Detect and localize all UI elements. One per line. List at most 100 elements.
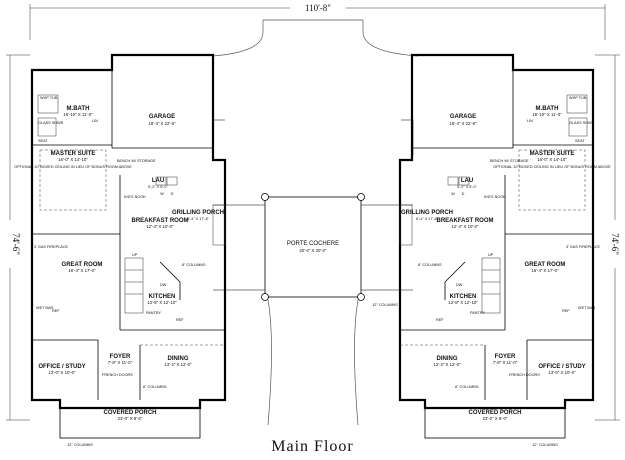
dryer-label: D (462, 192, 465, 196)
column-marker (261, 193, 269, 201)
columns-label-lower: 8" COLUMNS (143, 385, 167, 389)
ref-label-bar: REF (562, 309, 570, 313)
center-columns-note: 12" COLUMNS (372, 303, 398, 307)
kids-nook-label: KID'S NOOK (124, 195, 146, 199)
foyer-name: FOYER (495, 354, 516, 360)
columns-label-lower: 8" COLUMNS (455, 385, 479, 389)
master-bath-size: 15'-10" X 11'-0" (63, 112, 93, 117)
master-bath-size: 15'-10" X 11'-0" (532, 112, 562, 117)
unit-left: WHP TUB GLASS SHWR SEAT LIN M.BATH 15'-1… (14, 53, 227, 447)
seat-label: SEAT (575, 139, 585, 143)
columns-label: 8" COLUMNS (182, 263, 206, 267)
master-suite-name: MASTER SUITE (530, 151, 575, 157)
column-marker (261, 293, 269, 301)
office-name: OFFICE / STUDY (538, 364, 585, 370)
porte-cochere-name: PORTE COCHERE (287, 241, 339, 247)
covered-porch-size: 23'-0" X 8'-0" (483, 416, 508, 421)
master-bath-name: M.BATH (67, 106, 90, 112)
washer-label: W (160, 192, 164, 196)
unit-right: WHP TUB GLASS SHWR SEAT LIN M.BATH 15'-1… (398, 53, 611, 447)
gas-fireplace-label: 3' GAS FIREPLACE (34, 245, 69, 249)
stair-up-label: UP (488, 253, 494, 257)
laundry-name: LAU (461, 178, 473, 184)
wet-bar-label: WET BAR (36, 306, 53, 310)
depth-label-left: 74'-6" (11, 233, 21, 255)
grilling-porch-name: GRILLING PORCH (401, 210, 453, 216)
french-doors-label: FRENCH DOORS (509, 373, 540, 377)
depth-label-right: 74'-6" (610, 233, 620, 255)
covered-porch-name: COVERED PORCH (103, 410, 156, 416)
breakfast-size: 12'-4" X 10'-0" (451, 224, 479, 229)
laundry-size: 5'-2" X 6'-0" (148, 185, 168, 189)
linen-label: LIN (92, 119, 98, 123)
great-room-name: GREAT ROOM (525, 262, 566, 268)
breakfast-name: BREAKFAST ROOM (132, 218, 189, 224)
covered-porch-size: 23'-0" X 8'-0" (118, 416, 143, 421)
french-doors-label: FRENCH DOORS (102, 373, 133, 377)
washer-label: W (451, 192, 455, 196)
dryer-label: D (171, 192, 174, 196)
master-suite-size: 16'-0" X 14'-10" (537, 157, 567, 162)
whp-tub-label: WHP TUB (569, 96, 587, 100)
foyer-name: FOYER (110, 354, 131, 360)
ref-label-bar: REF (52, 309, 60, 313)
master-bath-name: M.BATH (536, 106, 559, 112)
covered-porch-name: COVERED PORCH (468, 410, 521, 416)
grilling-porch-name: GRILLING PORCH (172, 210, 224, 216)
porte-cochere-size: 20'-0" X 20'-0" (299, 248, 327, 253)
gas-fireplace-label: 3' GAS FIREPLACE (566, 245, 601, 249)
dining-size: 13'-2" X 12'-0" (433, 362, 461, 367)
linen-label: LIN (527, 119, 533, 123)
column-marker (357, 293, 365, 301)
foyer-size: 7'-8" X 11'-0" (493, 360, 518, 365)
stair-up-label: UP (132, 253, 138, 257)
office-size: 13'-0" X 10'-0" (48, 370, 76, 375)
kitchen-size: 13'-8" X 12'-10" (147, 300, 177, 305)
garage-size: 18'-4" X 22'-6" (148, 121, 176, 126)
dimension-lines: 110'-8" 74'-6" 74'-6" (2, 2, 623, 421)
pantry-label: PANTRY (470, 311, 486, 315)
porch-columns-label: 12" COLUMNS (67, 443, 93, 447)
column-marker (357, 193, 365, 201)
grilling-porch-size: 6'-4" X 17'-8" (416, 217, 439, 221)
dishwasher-label: DW (160, 283, 167, 287)
master-suite-size: 16'-0" X 14'-10" (58, 157, 88, 162)
great-room-size: 16'-4" X 17'-0" (68, 268, 96, 273)
kids-nook-label: KID'S NOOK (484, 195, 506, 199)
garage-name: GARAGE (149, 114, 175, 120)
seat-label: SEAT (38, 139, 48, 143)
porch-columns-label: 12" COLUMNS (532, 443, 558, 447)
great-room-size: 16'-4" X 17'-0" (531, 268, 559, 273)
porte-cochere (264, 196, 362, 298)
overall-width-label: 110'-8" (305, 3, 331, 13)
garage-size: 18'-4" X 22'-6" (449, 121, 477, 126)
breakfast-name: BREAKFAST ROOM (437, 218, 494, 224)
breakfast-size: 12'-4" X 10'-0" (146, 224, 174, 229)
foyer-size: 7'-8" X 11'-0" (108, 360, 133, 365)
dining-name: DINING (437, 356, 458, 362)
porte-cochere-area: PORTE COCHERE 20'-0" X 20'-0" 12" COLUMN… (212, 19, 419, 426)
glass-shower-label: GLASS SHWR (38, 121, 64, 125)
dishwasher-label: DW (456, 283, 463, 287)
pantry-label: PANTRY (146, 311, 162, 315)
office-name: OFFICE / STUDY (38, 364, 85, 370)
laundry-name: LAU (152, 178, 164, 184)
laundry-size: 5'-2" X 6'-0" (457, 185, 477, 189)
master-suite-name: MASTER SUITE (51, 151, 96, 157)
master-suite-note: OPTIONAL 10' BOXED CEILING IN LIEU OF BO… (493, 165, 611, 169)
garage-name: GARAGE (450, 114, 476, 120)
ref-label-kitchen: REF (176, 318, 184, 322)
kitchen-name: KITCHEN (450, 294, 477, 300)
columns-label: 8" COLUMNS (418, 263, 442, 267)
kitchen-name: KITCHEN (149, 294, 176, 300)
glass-shower-label: GLASS SHWR (569, 121, 595, 125)
bench-label: BENCH W/ STORAGE (490, 159, 529, 163)
master-suite-note: OPTIONAL 10' BOXED CEILING IN LIEU OF BO… (14, 165, 132, 169)
ref-label-kitchen: REF (436, 318, 444, 322)
great-room-name: GREAT ROOM (62, 262, 103, 268)
dining-size: 13'-2" X 12'-0" (164, 362, 192, 367)
drawing-title: Main Floor (271, 438, 354, 455)
kitchen-size: 13'-8" X 12'-10" (448, 300, 478, 305)
office-size: 13'-0" X 10'-0" (548, 370, 576, 375)
